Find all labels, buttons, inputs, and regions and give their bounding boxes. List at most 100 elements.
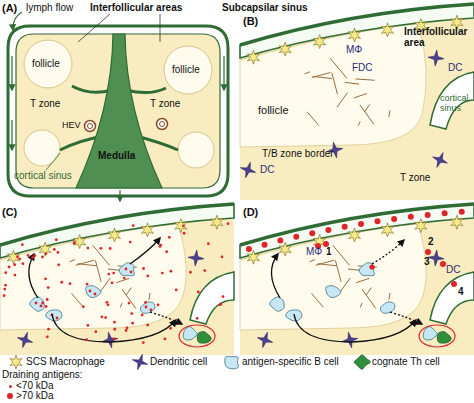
leader-line — [78, 14, 110, 42]
antigen-dot — [125, 268, 128, 271]
medulla — [76, 34, 162, 188]
antigen-dot — [130, 312, 133, 315]
antigen-dot — [85, 338, 88, 341]
antigen-dot — [183, 232, 186, 235]
legend-text: SCS Macrophage — [26, 356, 105, 367]
antigen-dot — [175, 289, 178, 292]
synapse-ring — [179, 325, 215, 347]
cortical-sinus — [430, 72, 474, 129]
region-label: T zone — [30, 98, 60, 109]
antigen-dot — [342, 224, 348, 230]
fdc-network — [360, 303, 362, 307]
b-cell — [140, 302, 155, 313]
hev-ring — [85, 121, 96, 132]
antigen-dot — [169, 270, 172, 273]
cell-label: DC — [446, 264, 460, 275]
follicle-circle — [24, 130, 60, 166]
panel-letter: (D) — [243, 206, 258, 218]
antigen-dot — [325, 227, 331, 233]
antigen-dot — [128, 302, 131, 305]
antigen-dot — [141, 314, 144, 317]
b-cell — [326, 286, 341, 298]
region-label: Interfollicular areas — [90, 2, 182, 13]
antigen-dot — [55, 238, 58, 241]
antigen-dot — [425, 212, 431, 218]
fdc-network — [313, 76, 332, 78]
dendritic-cell — [428, 50, 444, 66]
antigen-dot — [165, 250, 168, 253]
antigen-dot — [47, 286, 50, 289]
dendritic-cell — [132, 354, 147, 369]
fdc-network — [356, 278, 369, 282]
antigen-dot — [41, 256, 44, 259]
vessel-label: HEV — [62, 121, 81, 131]
migration-arrow — [390, 312, 422, 324]
fdc-network — [345, 82, 359, 84]
antigen-dot — [40, 305, 43, 308]
legend-swatch — [7, 393, 13, 399]
follicle-circle — [24, 40, 72, 88]
antigen-dot — [86, 324, 89, 327]
antigen-dot — [129, 241, 132, 244]
antigen-dot — [130, 271, 133, 274]
antigen-dot — [3, 294, 6, 297]
migration-arrow — [150, 312, 182, 324]
fdc-network — [333, 245, 350, 265]
region-label: follicle — [172, 64, 200, 75]
antigen-dot — [375, 218, 381, 224]
th-cell — [437, 332, 451, 343]
antigen-dot — [8, 266, 11, 269]
cell-label: DC — [448, 62, 462, 73]
lymph-flow-arrow — [223, 56, 224, 90]
callout-number: 1 — [326, 246, 332, 257]
b-cell — [86, 286, 101, 298]
antigen-dot — [4, 271, 7, 274]
capsule-line — [240, 204, 474, 245]
panel-letter: (C) — [2, 206, 17, 218]
antigen-dot — [46, 298, 49, 301]
cell-label: MΦ — [346, 44, 362, 55]
macrophage-star — [247, 50, 259, 64]
fdc-network — [365, 104, 370, 112]
antigen-dot — [94, 293, 97, 296]
hev-ring — [157, 119, 168, 130]
antigen-dot — [157, 303, 160, 306]
b-cell — [119, 263, 134, 276]
antigen-dot — [104, 316, 107, 319]
panel-letter: (A) — [2, 2, 17, 14]
antigen-dot — [113, 321, 116, 324]
b-cell — [423, 327, 437, 340]
fdc-network — [70, 260, 75, 262]
antigen-dot — [4, 284, 7, 287]
antigen-dot — [16, 255, 19, 258]
fdc-network — [310, 260, 315, 262]
panel — [240, 204, 474, 355]
fdc-network — [149, 293, 150, 300]
antigen-dot — [262, 242, 268, 248]
fdc-network — [340, 278, 350, 293]
fdc-network — [305, 72, 310, 74]
cell-label: DC — [260, 164, 274, 175]
antigen-dot — [309, 230, 315, 236]
region-label: cortical sinus — [14, 170, 72, 181]
antigen-dot — [14, 274, 17, 277]
lymph-flow-arrow — [119, 190, 120, 201]
antigen-dot — [33, 254, 36, 257]
antigen-dot — [145, 306, 148, 309]
cell-label: MΦ — [306, 246, 322, 257]
antigen-dot — [21, 243, 24, 246]
panel-letter: (B) — [243, 15, 258, 27]
antigen-dot — [142, 267, 145, 270]
antigen-dot — [113, 328, 116, 331]
fdc-network — [126, 288, 131, 296]
leader-line — [46, 153, 60, 170]
antigen-dot — [82, 305, 85, 308]
antigen-dot — [440, 261, 446, 267]
antigen-dot — [113, 338, 116, 341]
fdc-network — [78, 264, 97, 266]
antigen-dot — [132, 224, 135, 227]
region-label: T zone — [150, 98, 180, 109]
dendritic-cell — [17, 332, 32, 347]
callout-number: 4 — [458, 286, 464, 297]
